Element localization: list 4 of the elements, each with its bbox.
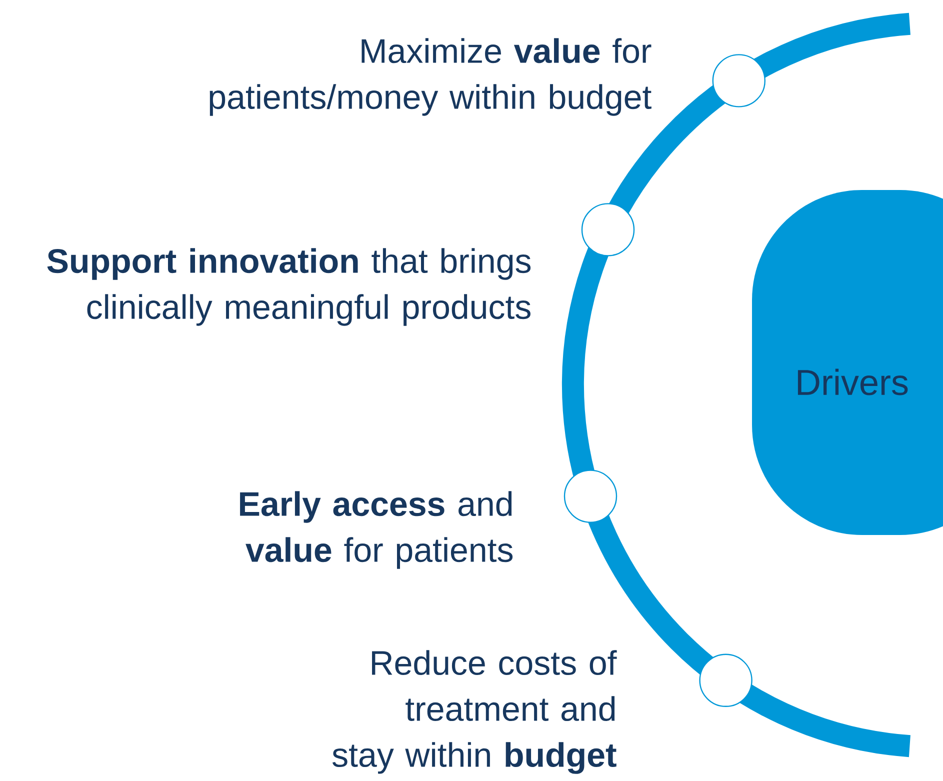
caption-text: Maximize value for patients/money within budget	[210, 38, 652, 116]
caption-text: Reduce costs of treatment and stay within budget	[332, 650, 617, 774]
caption-text: Early access and value for patients	[240, 491, 513, 569]
caption-text: Support innovation that brings clinically meaningful products	[47, 248, 531, 326]
